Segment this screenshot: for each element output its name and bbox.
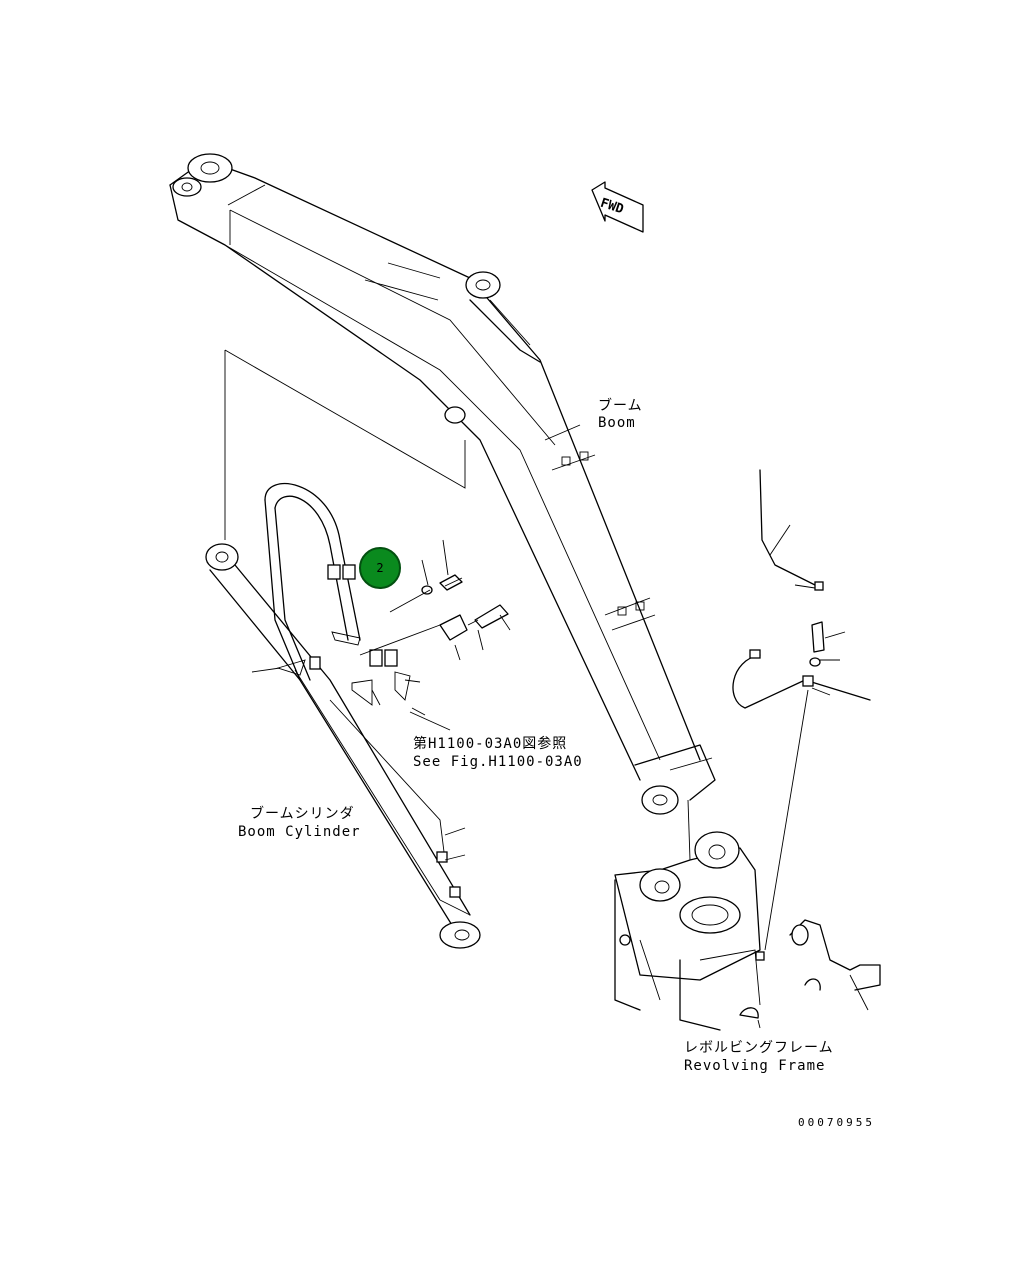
boom-cylinder-drawing bbox=[205, 483, 481, 949]
leader-line bbox=[224, 349, 466, 489]
forward-direction-arrow: FWD bbox=[591, 181, 644, 233]
boom-drawing bbox=[169, 153, 716, 815]
boom-label-jp: ブーム bbox=[598, 397, 643, 414]
see-fig-label-jp: 第H1100-03A0図参照 bbox=[413, 735, 567, 752]
see-fig-label-en: See Fig.H1100-03A0 bbox=[413, 754, 583, 770]
hardware-bolts bbox=[251, 539, 511, 861]
revolving-frame-label-jp: レボルビングフレーム bbox=[684, 1040, 834, 1056]
revolving-frame-drawing bbox=[614, 799, 881, 1031]
callout-2[interactable]: 2 bbox=[359, 547, 401, 589]
boom-cylinder-label-jp: ブームシリンダ bbox=[250, 805, 355, 822]
boom-cylinder-label-en: Boom Cylinder bbox=[238, 824, 361, 840]
fwd-label: FWD bbox=[598, 196, 625, 218]
wire-harness-drawing bbox=[732, 469, 871, 951]
callout-number[interactable]: 2 bbox=[376, 561, 383, 575]
revolving-frame-label-en: Revolving Frame bbox=[684, 1058, 825, 1074]
callout-circle[interactable] bbox=[359, 547, 401, 589]
boom-label-en: Boom bbox=[598, 415, 636, 431]
drawing-number: 00070955 bbox=[798, 1116, 875, 1129]
